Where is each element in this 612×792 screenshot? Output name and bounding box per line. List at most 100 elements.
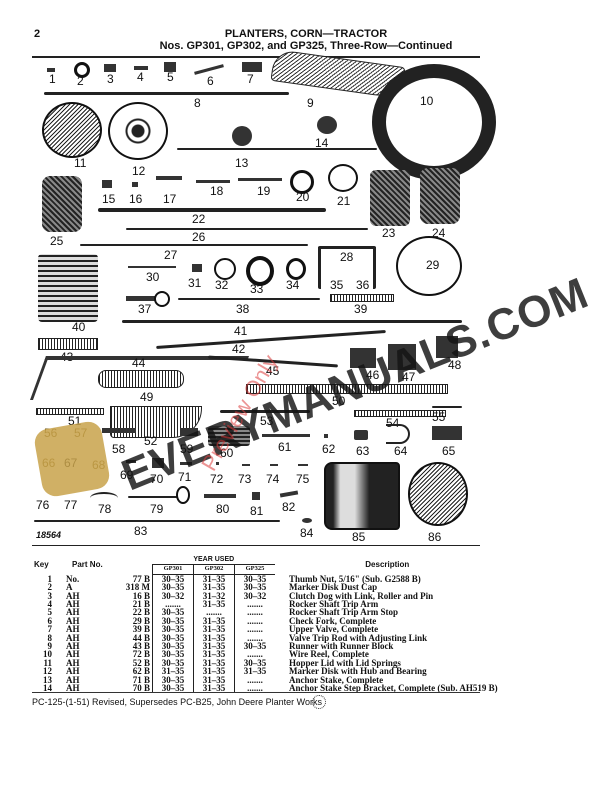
part-69-icon <box>126 460 136 463</box>
callout-77: 77 <box>64 498 78 512</box>
callout-28: 28 <box>340 250 354 264</box>
col-description: Description <box>365 559 410 569</box>
callout-32: 32 <box>215 278 229 292</box>
callout-9: 9 <box>307 96 314 110</box>
callout-2: 2 <box>77 74 84 88</box>
part-32-icon <box>214 258 236 280</box>
part-18-icon <box>196 180 230 183</box>
part-21-icon <box>328 164 358 192</box>
col-gp302: GP302 <box>193 564 235 575</box>
callout-39: 39 <box>354 302 368 316</box>
part-62-icon <box>324 434 328 438</box>
callout-53: 53 <box>260 414 274 428</box>
part-80-icon <box>204 494 236 498</box>
part-51-icon <box>36 408 104 415</box>
part-29-icon <box>396 236 462 296</box>
part-17-icon <box>156 176 182 180</box>
part-82-icon <box>279 490 299 498</box>
part-79-icon <box>128 496 178 498</box>
part-75-icon <box>298 464 308 466</box>
col-gp301: GP301 <box>152 564 194 575</box>
part-14-icon <box>317 116 337 134</box>
page-number: 2 <box>34 28 41 40</box>
callout-84: 84 <box>300 526 314 540</box>
callout-12: 12 <box>132 164 146 178</box>
callout-21: 21 <box>337 194 351 208</box>
part-63-icon <box>354 430 368 440</box>
callout-23: 23 <box>382 226 396 240</box>
callout-18: 18 <box>210 184 224 198</box>
callout-79: 79 <box>150 502 164 516</box>
part-31-icon <box>192 264 202 272</box>
part-26-icon <box>126 228 368 230</box>
part-71-icon <box>180 462 192 465</box>
callout-14: 14 <box>315 136 329 150</box>
callout-35: 35 <box>330 278 344 292</box>
part-61-icon <box>262 434 310 437</box>
part-23-icon <box>370 170 410 226</box>
callout-72: 72 <box>210 472 224 486</box>
callout-17: 17 <box>163 192 177 206</box>
callout-82: 82 <box>282 500 296 514</box>
part-74-icon <box>270 464 278 466</box>
part-55-icon <box>432 406 462 408</box>
callout-71: 71 <box>178 470 192 484</box>
part-40-icon <box>38 254 98 322</box>
header-rule <box>32 56 480 58</box>
callout-30: 30 <box>146 270 160 284</box>
callout-45: 45 <box>266 364 280 378</box>
callout-44: 44 <box>132 356 146 370</box>
callout-4: 4 <box>137 70 144 84</box>
part-5-icon <box>164 62 176 72</box>
callout-76: 76 <box>36 498 50 512</box>
part-79-loop-icon <box>176 486 190 504</box>
callout-78: 78 <box>98 502 112 516</box>
part-3-icon <box>104 64 116 72</box>
col-part-no: Part No. <box>72 559 103 569</box>
callout-55: 55 <box>432 410 446 424</box>
part-83-icon <box>34 520 280 522</box>
part-30-icon <box>128 266 176 268</box>
part-22-icon <box>98 208 326 212</box>
page-title: PLANTERS, CORN—TRACTOR Nos. GP301, GP302… <box>0 28 612 52</box>
part-42-icon <box>156 329 386 350</box>
callout-46: 46 <box>366 368 380 382</box>
part-73-icon <box>242 464 250 466</box>
diagram-rule <box>32 545 480 546</box>
callout-83: 83 <box>134 524 148 538</box>
part-12-icon <box>108 102 168 160</box>
part-2-icon <box>74 62 90 78</box>
callout-81: 81 <box>250 504 264 518</box>
part-13-icon <box>232 126 252 146</box>
callout-26: 26 <box>192 230 206 244</box>
callout-11: 11 <box>74 156 87 170</box>
part-78-icon <box>90 492 118 504</box>
callout-20: 20 <box>296 190 310 204</box>
part-33-icon <box>246 256 274 286</box>
callout-42: 42 <box>232 342 246 356</box>
callout-40: 40 <box>72 320 86 334</box>
part-53-icon <box>220 410 310 413</box>
part-20-icon <box>290 170 314 194</box>
part-4-icon <box>134 66 148 70</box>
callout-19: 19 <box>257 184 271 198</box>
part-7-icon <box>242 62 262 72</box>
part-54-icon <box>354 410 446 417</box>
part-72-icon <box>216 462 219 465</box>
callout-73: 73 <box>238 472 252 486</box>
callout-80: 80 <box>216 502 230 516</box>
part-39-icon <box>330 294 394 302</box>
part-10-icon <box>372 64 496 180</box>
callout-37: 37 <box>138 302 152 316</box>
callout-61: 61 <box>278 440 292 454</box>
